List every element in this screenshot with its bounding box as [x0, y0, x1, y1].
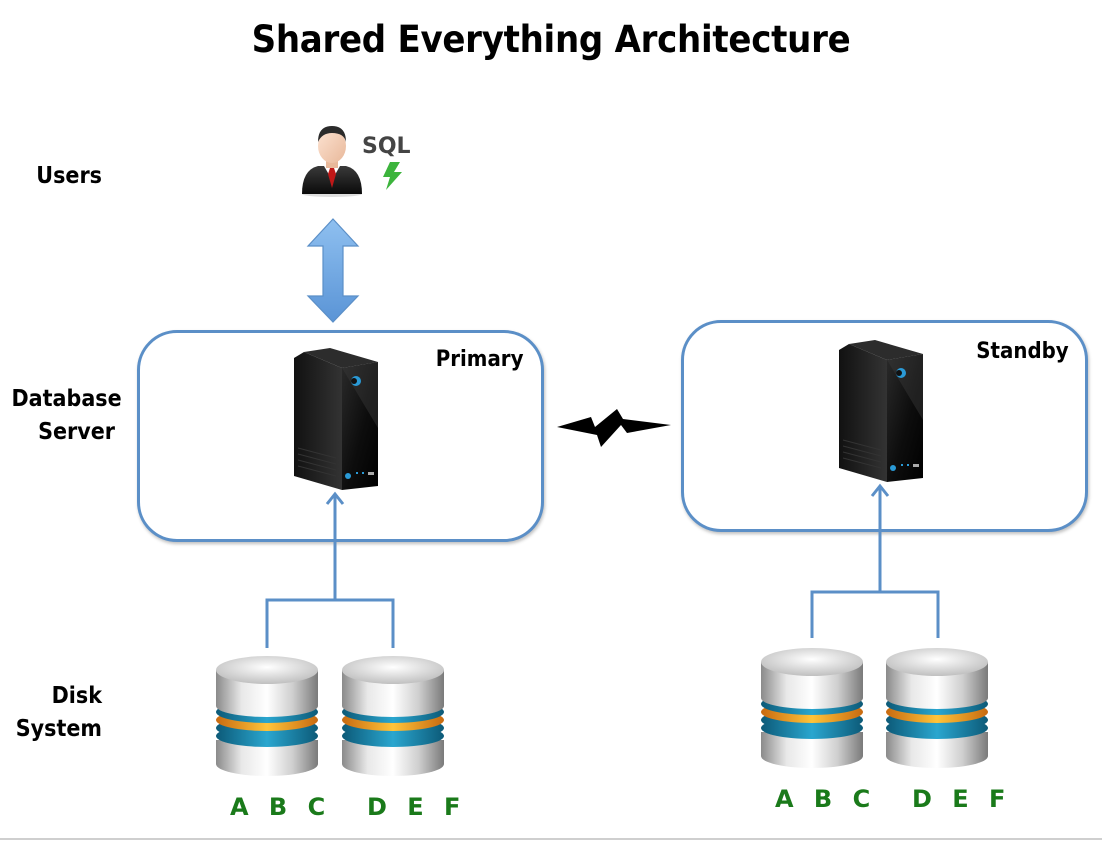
standby-disk-abc-icon — [761, 648, 863, 768]
primary-label: Primary — [435, 347, 523, 372]
tier-label-users: Users — [36, 163, 102, 189]
bottom-divider — [0, 838, 1102, 840]
businessman-icon — [302, 126, 362, 197]
tier-label-database-line2: Server — [38, 419, 115, 445]
sql-badge-text: SQL — [362, 134, 411, 159]
standby-label: Standby — [976, 339, 1069, 364]
primary-disk-bus — [265, 598, 395, 648]
tier-label-database-server: Database Server — [11, 383, 122, 449]
primary-server-icon — [294, 348, 378, 490]
standby-server-icon — [839, 340, 923, 482]
user-icon — [296, 118, 366, 198]
tier-label-database-line1: Database — [11, 386, 122, 412]
tier-label-disk-line1: Disk — [51, 683, 102, 709]
sql-badge: SQL — [362, 134, 414, 190]
bidirectional-arrow-icon — [306, 218, 360, 323]
primary-disk-abc-icon — [216, 656, 318, 776]
tier-label-disk-line2: System — [15, 716, 103, 742]
standby-disk-bus — [810, 590, 940, 638]
standby-disk-def-icon — [886, 648, 988, 768]
primary-uplink-arrowhead — [325, 491, 345, 505]
diagram-title: Shared Everything Architecture — [251, 18, 851, 61]
primary-disk-abc-label: A B C — [230, 793, 332, 821]
standby-disk-def-label: D E F — [912, 785, 1012, 813]
primary-disk-def-label: D E F — [367, 793, 467, 821]
tier-label-disk-system: Disk System — [10, 680, 102, 746]
primary-disk-def-icon — [342, 656, 444, 776]
standby-uplink-arrowhead — [870, 483, 890, 497]
lightning-link-icon — [557, 409, 671, 447]
standby-disk-abc-label: A B C — [775, 785, 877, 813]
lightning-bolt-icon — [383, 162, 402, 190]
